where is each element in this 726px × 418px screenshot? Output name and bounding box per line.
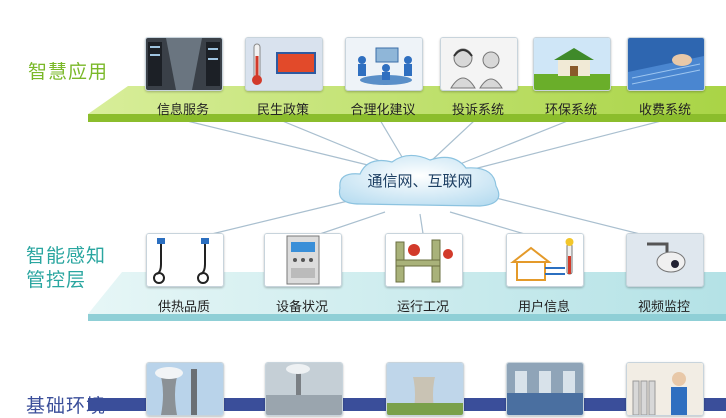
tile-infra-radiator-worker	[626, 362, 704, 416]
cctv-camera-icon	[627, 234, 703, 286]
tile-complaint-system	[440, 37, 518, 91]
tile-billing-system	[627, 37, 705, 91]
meeting-figures-icon	[346, 38, 422, 90]
cloud-icon	[338, 154, 500, 207]
caption-user-information: 用户信息	[517, 300, 570, 315]
keyboard-icon	[628, 38, 704, 90]
tile-infra-cooling-tower	[386, 362, 464, 416]
cooling-tower-icon	[387, 363, 463, 415]
valve-pipeline-icon	[386, 234, 462, 286]
tile-equipment-status	[264, 233, 342, 287]
tile-infra-pump-room	[506, 362, 584, 416]
caption-video-surveillance: 视频监控	[637, 300, 690, 315]
layer-label-sensing-line-1: 智能感知	[26, 245, 107, 267]
tile-video-surveillance	[626, 233, 704, 287]
call-center-icon	[441, 38, 517, 90]
tile-livelihood-policy	[245, 37, 323, 91]
heating-policy-icon	[246, 38, 322, 90]
tile-information-service	[145, 37, 223, 91]
plant-aerial-icon	[266, 363, 342, 415]
caption-equipment-status: 设备状况	[275, 300, 328, 315]
tile-infra-power-plant	[146, 362, 224, 416]
tile-rational-suggestion	[345, 37, 423, 91]
power-plant-icon	[147, 363, 223, 415]
caption-information-service: 信息服务	[156, 103, 209, 118]
caption-environment-system: 环保系统	[544, 103, 597, 118]
caption-operating-condition: 运行工况	[396, 300, 449, 315]
network-label: 通信网、互联网	[367, 172, 473, 190]
tile-user-information	[506, 233, 584, 287]
tile-infra-plant-aerial	[265, 362, 343, 416]
tile-operating-condition	[385, 233, 463, 287]
tile-heating-quality	[146, 233, 224, 287]
caption-complaint-system: 投诉系统	[451, 103, 504, 118]
layer-label-smart-applications: 智慧应用	[28, 61, 109, 83]
tile-environment-system	[533, 37, 611, 91]
pump-room-icon	[507, 363, 583, 415]
caption-rational-suggestion: 合理化建议	[350, 103, 416, 118]
caption-livelihood-policy: 民生政策	[256, 103, 309, 118]
application-layer-platform	[88, 86, 726, 122]
layer-label-sensing-line-2: 管控层	[26, 269, 87, 291]
control-cabinet-icon	[265, 234, 341, 286]
home-thermometer-icon	[507, 234, 583, 286]
green-house-icon	[534, 38, 610, 90]
radiator-worker-icon	[627, 363, 703, 415]
caption-billing-system: 收费系统	[638, 103, 691, 118]
temperature-probe-icon	[147, 234, 223, 286]
server-room-icon	[146, 38, 222, 90]
caption-heating-quality: 供热品质	[157, 300, 210, 315]
